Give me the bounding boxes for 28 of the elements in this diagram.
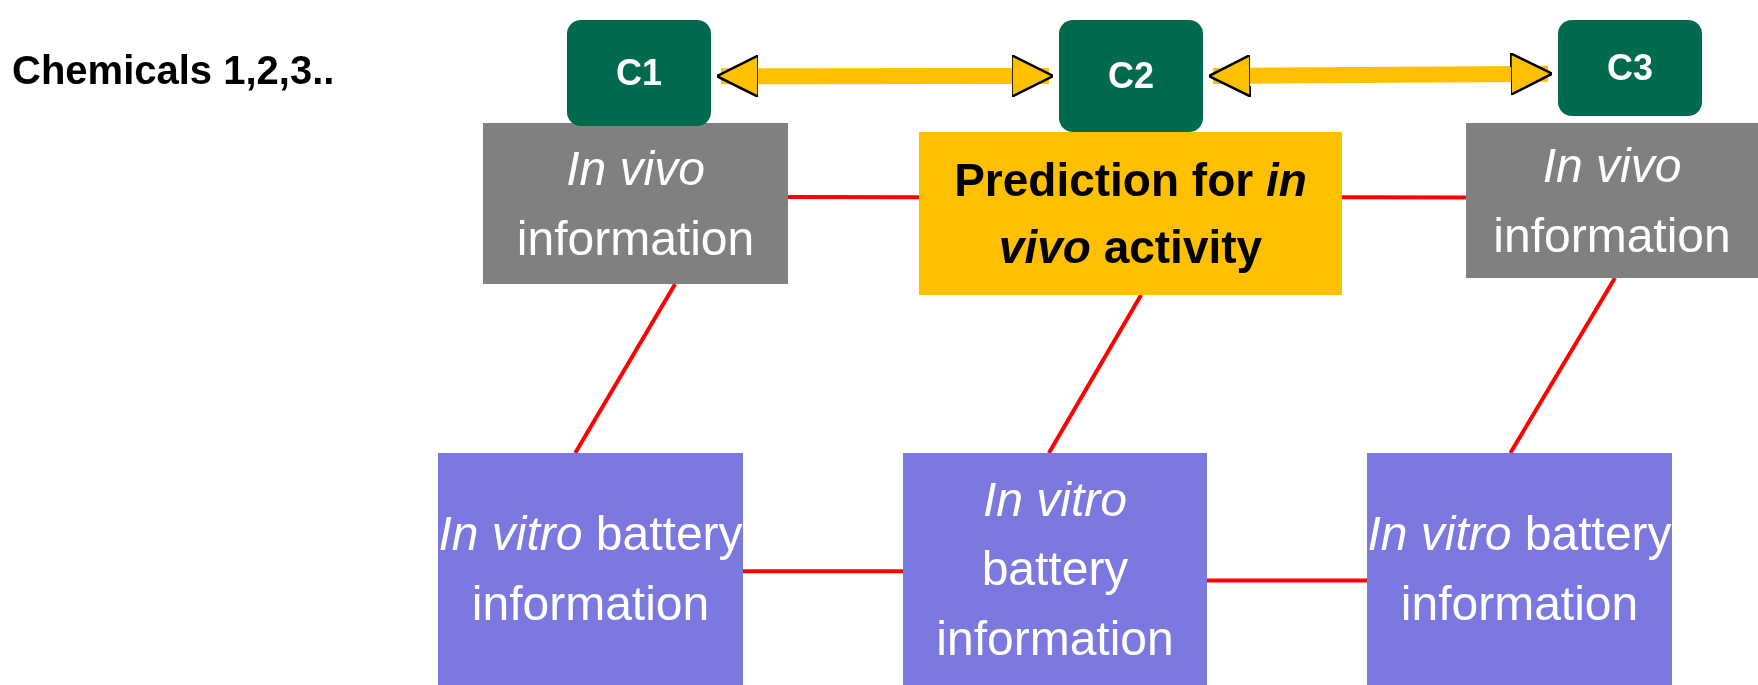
- in-vitro-box: [903, 453, 1207, 685]
- box-text: C2: [1108, 53, 1154, 98]
- chemical-label-box: [567, 20, 711, 126]
- double-arrow: [715, 53, 1055, 99]
- in-vivo-box: [1466, 123, 1758, 278]
- prediction-box: [919, 132, 1342, 295]
- chemical-label-box: [1558, 20, 1702, 116]
- chemical-label-box: [1059, 20, 1203, 132]
- box-text: In vivo information: [1492, 137, 1732, 264]
- in-vivo-box: [483, 123, 788, 284]
- connector-line: [573, 283, 677, 454]
- box-text: Prediction for in vivo activity: [953, 152, 1308, 275]
- in-vitro-box: [438, 453, 743, 685]
- double-arrow: [1207, 51, 1554, 98]
- box-text: C1: [616, 50, 662, 95]
- connector-line: [1207, 578, 1367, 583]
- connector-line: [788, 195, 919, 200]
- box-text: In vivo information: [515, 140, 756, 267]
- box-text: In vitro battery information: [1367, 506, 1672, 632]
- connector-line: [1047, 294, 1143, 454]
- connector-line: [743, 569, 903, 574]
- box-text: C3: [1607, 45, 1653, 90]
- box-text: In vitro battery information: [935, 471, 1175, 667]
- connector-line: [1342, 195, 1466, 200]
- in-vitro-box: [1367, 453, 1672, 685]
- row-label: Chemicals 1,2,3..: [12, 48, 335, 93]
- box-text: In vitro battery information: [438, 506, 743, 632]
- connector-line: [1508, 276, 1617, 455]
